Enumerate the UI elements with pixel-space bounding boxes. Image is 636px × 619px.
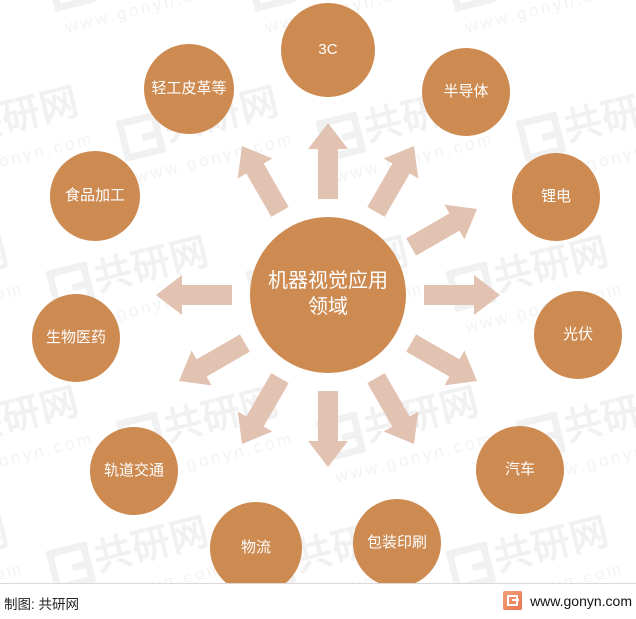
node-label: 半导体 bbox=[443, 83, 489, 101]
node-9[interactable]: 生物医药 bbox=[32, 294, 120, 382]
spoke-arrow bbox=[179, 334, 250, 386]
spoke-arrow bbox=[237, 373, 289, 444]
node-label: 光伏 bbox=[562, 326, 593, 344]
node-6[interactable]: 包装印刷 bbox=[353, 499, 441, 583]
brand-url-label: www.gonyn.com bbox=[530, 592, 632, 609]
node-label: 3C bbox=[318, 41, 338, 59]
node-1[interactable]: 3C bbox=[281, 3, 375, 97]
center-node-hub[interactable]: 机器视觉应用领域 bbox=[250, 217, 406, 373]
node-label: 轨道交通 bbox=[103, 462, 164, 480]
node-label: 锂电 bbox=[540, 188, 571, 206]
node-label: 汽车 bbox=[504, 461, 535, 479]
node-label: 轻工皮革等 bbox=[151, 80, 227, 98]
footer-bar: 制图: 共研网 www.gonyn.com bbox=[0, 583, 636, 619]
arrow-spokes bbox=[156, 123, 500, 467]
spoke-arrow bbox=[367, 146, 419, 217]
node-2[interactable]: 半导体 bbox=[422, 48, 510, 136]
spoke-arrow bbox=[367, 373, 419, 444]
node-label: 机器视觉应用领域 bbox=[268, 270, 388, 318]
node-5[interactable]: 汽车 bbox=[476, 426, 564, 514]
node-7[interactable]: 物流 bbox=[210, 502, 302, 583]
node-3[interactable]: 锂电 bbox=[512, 153, 600, 241]
spoke-arrow bbox=[406, 204, 477, 256]
node-8[interactable]: 轨道交通 bbox=[90, 427, 178, 515]
brand-block: www.gonyn.com bbox=[503, 591, 632, 610]
spoke-arrow bbox=[156, 275, 232, 315]
spoke-arrow bbox=[308, 123, 348, 199]
node-label: 生物医药 bbox=[45, 329, 106, 347]
spoke-arrow bbox=[308, 391, 348, 467]
node-label: 包装印刷 bbox=[366, 534, 427, 552]
gonyn-logo-icon bbox=[503, 591, 523, 610]
node-10[interactable]: 食品加工 bbox=[50, 151, 140, 241]
node-label: 食品加工 bbox=[64, 187, 125, 205]
chart-credit: 制图: 共研网 bbox=[4, 597, 80, 612]
node-12[interactable]: 轻工皮革等 bbox=[144, 44, 234, 134]
spoke-arrow bbox=[424, 275, 500, 315]
node-4[interactable]: 光伏 bbox=[534, 291, 622, 379]
node-label: 物流 bbox=[240, 539, 271, 557]
radial-diagram: 3C 半导体锂电光伏汽车包装印刷 物流 轨道交通 生物医药 食品加工 轻工皮革等机器视觉应用… bbox=[32, 3, 622, 583]
spoke-arrow bbox=[237, 146, 289, 217]
spoke-arrow bbox=[406, 334, 477, 386]
